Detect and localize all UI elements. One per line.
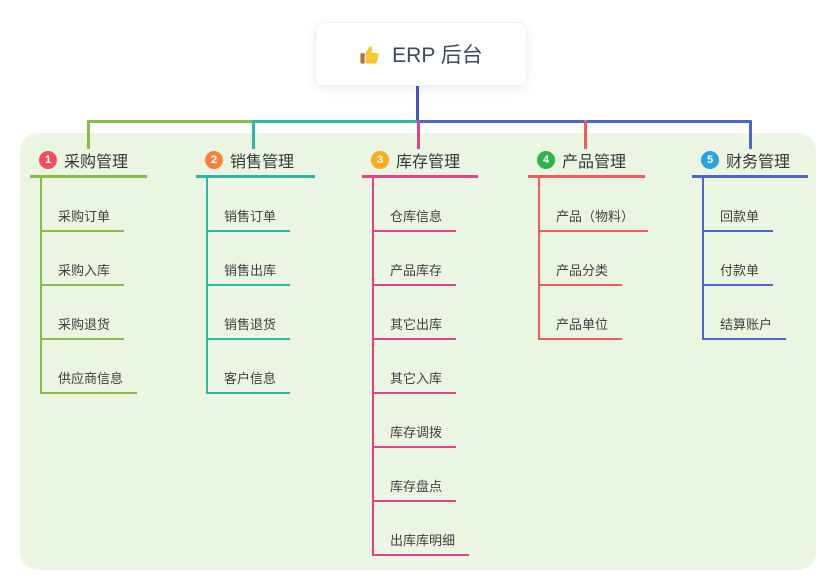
branch-label: 产品管理 [562,154,627,171]
branch-label: 库存管理 [396,154,461,171]
branch-label: 财务管理 [726,154,791,171]
bus-line-segment [252,120,420,123]
branch-underline [692,175,808,178]
branch-node-4[interactable]: 4 产品管理 [537,148,626,172]
item-node[interactable]: 产品分类 [538,258,623,286]
branch-node-1[interactable]: 1 采购管理 [39,148,128,172]
thumbs-up-icon [360,45,379,64]
branch-drop-line [749,120,752,149]
item-node[interactable]: 产品库存 [372,258,457,286]
root-node[interactable]: ERP 后台 [315,22,527,86]
branch-number-badge: 5 [701,151,719,169]
item-node[interactable]: 产品（物料） [538,204,649,232]
branch-number-badge: 4 [537,151,555,169]
item-node[interactable]: 采购入库 [40,258,125,286]
item-node[interactable]: 采购退货 [40,312,125,340]
item-node[interactable]: 销售订单 [206,204,291,232]
branch-label: 销售管理 [230,154,295,171]
item-node[interactable]: 仓库信息 [372,204,457,232]
branch-drop-line [252,120,255,149]
branch-connector-line [40,178,42,394]
item-node[interactable]: 出库库明细 [372,528,470,556]
branch-connector-line [372,178,374,556]
branch-underline [528,175,645,178]
branch-number-badge: 2 [205,151,223,169]
item-node[interactable]: 结算账户 [702,312,787,340]
bus-line-segment [87,120,255,123]
item-node[interactable]: 供应商信息 [40,366,138,394]
root-label: ERP 后台 [392,44,483,67]
branch-node-3[interactable]: 3 库存管理 [371,148,460,172]
item-node[interactable]: 销售出库 [206,258,291,286]
branch-connector-line [538,178,540,340]
branch-node-5[interactable]: 5 财务管理 [701,148,790,172]
branch-node-2[interactable]: 2 销售管理 [205,148,294,172]
mindmap-panel [20,133,816,570]
item-node[interactable]: 采购订单 [40,204,125,232]
branch-connector-line [702,178,704,340]
item-node[interactable]: 客户信息 [206,366,291,394]
branch-underline [196,175,315,178]
root-connector-line [416,83,419,123]
item-node[interactable]: 其它入库 [372,366,457,394]
branch-connector-line [206,178,208,394]
item-node[interactable]: 付款单 [702,258,774,286]
branch-underline [30,175,147,178]
item-node[interactable]: 库存盘点 [372,474,457,502]
branch-drop-line [584,120,587,149]
branch-drop-line [87,120,90,149]
branch-number-badge: 1 [39,151,57,169]
item-node[interactable]: 销售退货 [206,312,291,340]
item-node[interactable]: 回款单 [702,204,774,232]
branch-drop-line [417,120,420,149]
branch-label: 采购管理 [64,154,129,171]
item-node[interactable]: 其它出库 [372,312,457,340]
branch-underline [362,175,478,178]
branch-number-badge: 3 [371,151,389,169]
item-node[interactable]: 产品单位 [538,312,623,340]
item-node[interactable]: 库存调拨 [372,420,457,448]
